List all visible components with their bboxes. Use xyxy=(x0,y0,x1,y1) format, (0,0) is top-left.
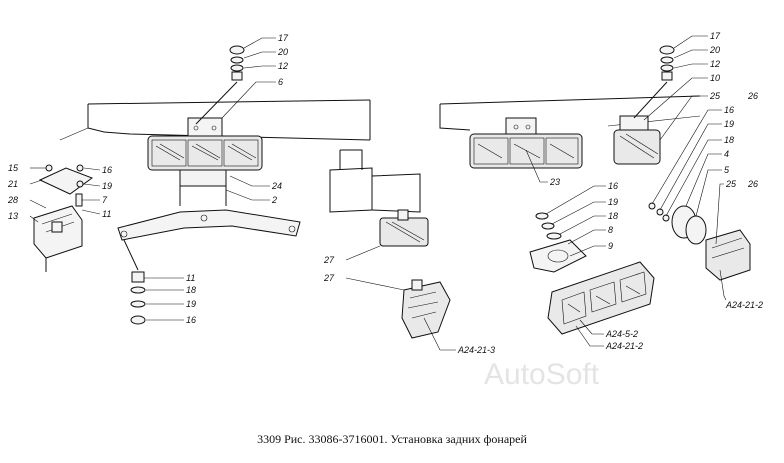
callout-right-26a: 26 xyxy=(747,91,758,101)
right-marker-lamp-lower xyxy=(648,202,751,281)
callout-left-13: 13 xyxy=(8,211,18,221)
callout-left-16b: 16 xyxy=(186,315,196,325)
callout-labels: 17 20 12 6 15 21 16 19 7 28 13 11 24 2 1… xyxy=(7,31,763,355)
left-side-marker-lamp xyxy=(33,205,83,272)
callout-right-20: 20 xyxy=(709,45,720,55)
left-lamp-support xyxy=(179,169,227,206)
right-body-outline xyxy=(439,95,701,131)
right-marker-lamp-upper xyxy=(613,115,661,165)
callout-left-24: 24 xyxy=(271,181,282,191)
callout-right-17: 17 xyxy=(710,31,721,41)
left-top-fastener-stack xyxy=(195,45,245,125)
left-rear-lamp xyxy=(147,135,263,171)
callout-right-8: 8 xyxy=(608,225,613,235)
callout-right-16b: 16 xyxy=(608,181,618,191)
left-body-outline xyxy=(59,99,371,141)
figure-caption: 3309 Рис. 33086-3716001. Установка задни… xyxy=(257,432,527,446)
leader-lines xyxy=(29,35,727,351)
right-top-fastener-stack xyxy=(633,45,675,119)
callout-right-16a: 16 xyxy=(724,105,734,115)
callout-mid-27b: 27 xyxy=(323,273,335,283)
callout-left-28: 28 xyxy=(7,195,18,205)
callout-right-a24-5-2: А24-5-2 xyxy=(605,329,638,339)
callout-right-26b: 26 xyxy=(747,179,758,189)
callout-right-9: 9 xyxy=(608,241,613,251)
callout-right-a24-21-2-side: А24-21-2 xyxy=(725,300,763,310)
callout-left-12: 12 xyxy=(278,61,288,71)
callout-right-4: 4 xyxy=(724,149,729,159)
callout-right-25b: 25 xyxy=(725,179,737,189)
callout-left-11a: 11 xyxy=(102,209,111,219)
right-rear-lamp xyxy=(469,133,583,169)
callout-right-a24-21-2-main: А24-21-2 xyxy=(605,341,643,351)
license-plate-lamp-lower xyxy=(401,279,451,339)
license-plate-bracket xyxy=(329,149,421,213)
callout-left-2: 2 xyxy=(271,195,277,205)
callout-left-6: 6 xyxy=(278,77,283,87)
callout-right-18a: 18 xyxy=(724,135,734,145)
callout-right-23: 23 xyxy=(549,177,560,187)
callout-left-15: 15 xyxy=(8,163,19,173)
callout-left-18: 18 xyxy=(186,285,196,295)
callout-left-19b: 19 xyxy=(186,299,196,309)
callout-mid-a24-21-3: А24-21-3 xyxy=(457,345,495,355)
callout-right-10: 10 xyxy=(710,73,720,83)
license-plate-lamp-upper xyxy=(379,209,429,247)
callout-right-19a: 19 xyxy=(724,119,734,129)
callout-right-12: 12 xyxy=(710,59,720,69)
callout-right-5: 5 xyxy=(724,165,730,175)
left-bottom-fastener-stack xyxy=(123,239,146,325)
callout-left-20: 20 xyxy=(277,47,288,57)
callout-left-17: 17 xyxy=(278,33,289,43)
left-mount-bracket xyxy=(187,117,223,139)
callout-left-11b: 11 xyxy=(186,273,195,283)
callout-right-19b: 19 xyxy=(608,197,618,207)
right-mount-bracket xyxy=(505,117,537,137)
right-lower-main-lamp xyxy=(547,261,655,335)
callout-right-25a: 25 xyxy=(709,91,721,101)
callout-left-16a: 16 xyxy=(102,165,112,175)
callout-mid-27a: 27 xyxy=(323,255,335,265)
right-lower-fastener-stack xyxy=(529,212,587,273)
callout-left-21: 21 xyxy=(7,179,18,189)
left-bracket-bar xyxy=(117,209,301,241)
callout-left-19a: 19 xyxy=(102,181,112,191)
callout-left-7: 7 xyxy=(102,195,108,205)
callout-right-18b: 18 xyxy=(608,211,618,221)
watermark: AutoSoft xyxy=(484,358,600,391)
